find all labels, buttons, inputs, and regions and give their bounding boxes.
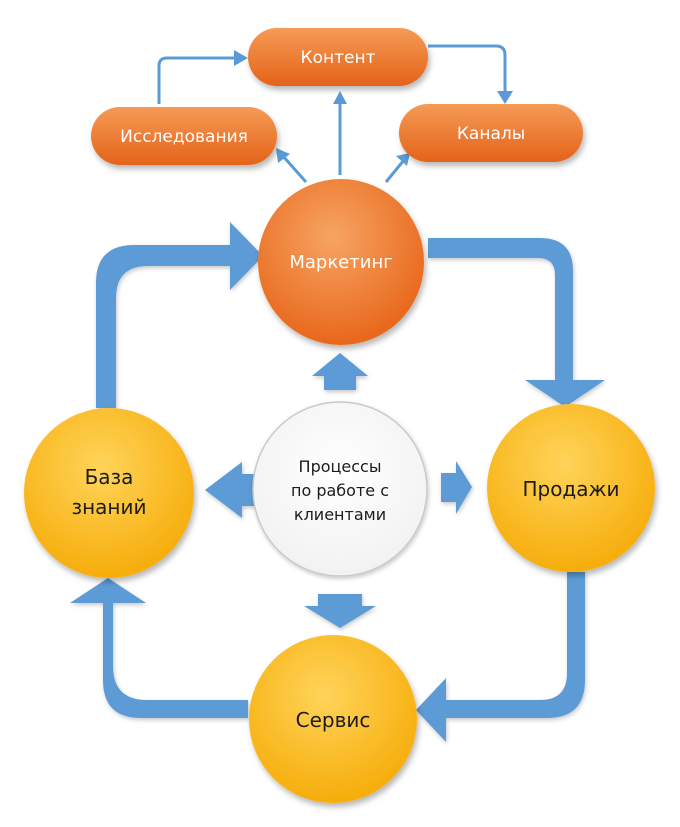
research-pill <box>91 107 277 165</box>
arrow-service-to-knowledge <box>70 578 248 718</box>
center-node: Процессы по работе с клиентами <box>252 401 428 577</box>
arrow-marketing-to-research <box>280 154 308 183</box>
sales-circle <box>487 404 655 572</box>
arrowhead-channels-top <box>497 91 513 104</box>
cycle-arrows <box>70 222 605 742</box>
center-circle <box>252 401 428 577</box>
sales-label: Продажи <box>522 477 619 501</box>
arrowhead-content-left <box>234 50 248 66</box>
marketing-node: Маркетинг <box>258 179 424 345</box>
arrow-center-down <box>304 594 376 628</box>
arrow-center-left <box>205 462 257 518</box>
marketing-label: Маркетинг <box>289 252 392 273</box>
arrow-research-to-content <box>157 56 236 104</box>
center-label-line3: клиентами <box>294 505 386 524</box>
arrow-marketing-to-channels <box>384 159 406 183</box>
research-node: Исследования <box>91 107 277 165</box>
knowledge-node: База знаний <box>24 408 194 578</box>
top-cluster-arrowheads <box>234 50 513 166</box>
arrow-knowledge-to-marketing <box>96 222 263 408</box>
content-label: Контент <box>301 48 376 68</box>
channels-node: Каналы <box>399 104 583 162</box>
center-label-line1: Процессы <box>299 457 382 476</box>
service-node: Сервис <box>249 635 417 803</box>
arrow-center-right <box>441 461 472 514</box>
sales-node: Продажи <box>487 404 655 572</box>
content-pill <box>248 28 428 86</box>
arrow-content-to-channels <box>428 44 507 94</box>
marketing-circle <box>258 179 424 345</box>
center-arrows <box>205 353 472 628</box>
knowledge-label-line1: База <box>85 465 134 489</box>
knowledge-label-line2: знаний <box>71 495 146 519</box>
arrow-marketing-to-sales <box>428 238 605 407</box>
channels-pill <box>399 104 583 162</box>
content-node: Контент <box>248 28 428 86</box>
channels-label: Каналы <box>457 124 525 144</box>
research-label: Исследования <box>120 127 248 147</box>
center-label-line2: по работе с <box>291 481 389 500</box>
service-circle <box>249 635 417 803</box>
arrow-center-up <box>312 353 368 390</box>
arrowhead-channels <box>396 153 410 166</box>
arrowhead-research <box>276 148 290 163</box>
knowledge-circle <box>24 408 194 578</box>
top-cluster-arrows <box>157 44 507 183</box>
service-label: Сервис <box>296 708 371 732</box>
arrow-sales-to-service <box>416 572 585 742</box>
arrowhead-content-bottom <box>333 91 347 104</box>
